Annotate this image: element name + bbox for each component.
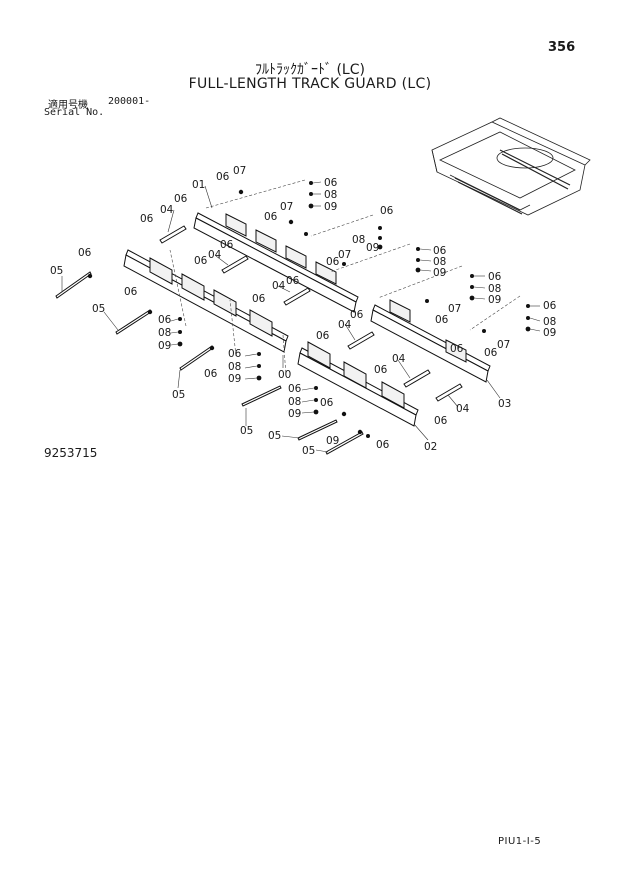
alignment-lines xyxy=(169,179,521,376)
callout-06: 06 xyxy=(286,275,300,287)
track-guard-03 xyxy=(370,299,491,383)
callout-05: 05 xyxy=(92,303,105,315)
callout-06: 06 xyxy=(216,171,230,183)
callout-09: 09 xyxy=(433,267,446,279)
callout-06: 06 xyxy=(228,348,242,360)
callout-07: 07 xyxy=(280,201,293,213)
callout-06: 06 xyxy=(194,255,208,267)
callout-01: 01 xyxy=(192,179,205,191)
callout-04: 04 xyxy=(208,249,222,261)
callout-07: 07 xyxy=(448,303,461,315)
callout-02: 02 xyxy=(424,441,437,453)
machine-thumbnail xyxy=(431,117,591,216)
callout-06: 06 xyxy=(374,364,388,376)
callout-06: 06 xyxy=(324,177,338,189)
serial-label-japanese: 適用号機 xyxy=(48,100,88,111)
callout-06: 06 xyxy=(380,205,394,217)
callout-labels: 01 02 03 00 04 04 04 04 04 04 04 05 05 0… xyxy=(50,165,557,457)
callout-05: 05 xyxy=(240,425,253,437)
callout-06: 06 xyxy=(174,193,188,205)
callout-07: 07 xyxy=(497,339,510,351)
callout-09: 09 xyxy=(288,408,301,420)
callout-08: 08 xyxy=(288,396,301,408)
title-japanese: ﾌﾙﾄﾗｯｸｶﾞｰﾄﾞ (LC) xyxy=(255,62,365,78)
page-number: 356 xyxy=(548,40,576,55)
callout-04: 04 xyxy=(160,204,174,216)
callout-09: 09 xyxy=(488,294,501,306)
callout-08: 08 xyxy=(543,316,556,328)
callout-05: 05 xyxy=(50,265,63,277)
callout-09: 09 xyxy=(366,242,379,254)
callout-06: 06 xyxy=(435,314,449,326)
callout-09: 09 xyxy=(326,435,339,447)
callout-06: 06 xyxy=(543,300,557,312)
callout-06: 06 xyxy=(264,211,278,223)
callout-09: 09 xyxy=(228,373,241,385)
callout-06: 06 xyxy=(78,247,92,259)
callout-04: 04 xyxy=(456,403,470,415)
bolts-05 xyxy=(55,271,364,455)
callout-07: 07 xyxy=(338,249,351,261)
callout-06: 06 xyxy=(434,415,448,427)
leader-lines xyxy=(61,181,541,453)
callout-09: 09 xyxy=(543,327,556,339)
callout-06: 06 xyxy=(158,314,172,326)
callout-06: 06 xyxy=(433,245,447,257)
callout-06: 06 xyxy=(450,343,464,355)
hardware-stacks xyxy=(87,181,531,438)
page-code: PIU1-I-5 xyxy=(498,836,542,847)
serial-label: Serial No. xyxy=(44,107,105,118)
track-guard-00 xyxy=(123,249,289,353)
callout-06: 06 xyxy=(484,347,498,359)
callout-04: 04 xyxy=(338,319,352,331)
callout-06: 06 xyxy=(326,256,340,268)
callout-05: 05 xyxy=(268,430,281,442)
track-guard-02 xyxy=(297,341,419,427)
callout-08: 08 xyxy=(324,189,337,201)
callout-08: 08 xyxy=(228,361,241,373)
callout-04: 04 xyxy=(272,280,286,292)
callout-06: 06 xyxy=(350,309,364,321)
callout-08: 08 xyxy=(158,327,171,339)
callout-04: 04 xyxy=(392,353,406,365)
callout-06: 06 xyxy=(220,239,234,251)
guard-01-brackets xyxy=(225,213,337,285)
callout-06: 06 xyxy=(252,293,266,305)
callout-06: 06 xyxy=(124,286,138,298)
callout-06: 06 xyxy=(140,213,154,225)
page-title: FULL-LENGTH TRACK GUARD (LC) xyxy=(188,76,432,92)
callout-08: 08 xyxy=(488,283,501,295)
callout-05: 05 xyxy=(302,445,315,457)
drawing-number: 9253715 xyxy=(44,446,98,460)
callout-07: 07 xyxy=(233,165,246,177)
callout-05: 05 xyxy=(172,389,185,401)
callout-09: 09 xyxy=(158,340,171,352)
callout-06: 06 xyxy=(204,368,218,380)
callout-03: 03 xyxy=(498,398,511,410)
callout-06: 06 xyxy=(376,439,390,451)
callout-00: 00 xyxy=(278,369,291,381)
guard-00-brackets xyxy=(149,257,273,337)
callout-09: 09 xyxy=(324,201,337,213)
callout-06: 06 xyxy=(488,271,502,283)
callout-06: 06 xyxy=(316,330,330,342)
serial-range: 200001- xyxy=(108,96,151,107)
track-guard-01 xyxy=(193,212,359,313)
callout-08: 08 xyxy=(433,256,446,268)
callout-08: 08 xyxy=(352,234,365,246)
pins-04 xyxy=(159,225,463,402)
callout-06: 06 xyxy=(288,383,302,395)
callout-06: 06 xyxy=(320,397,334,409)
